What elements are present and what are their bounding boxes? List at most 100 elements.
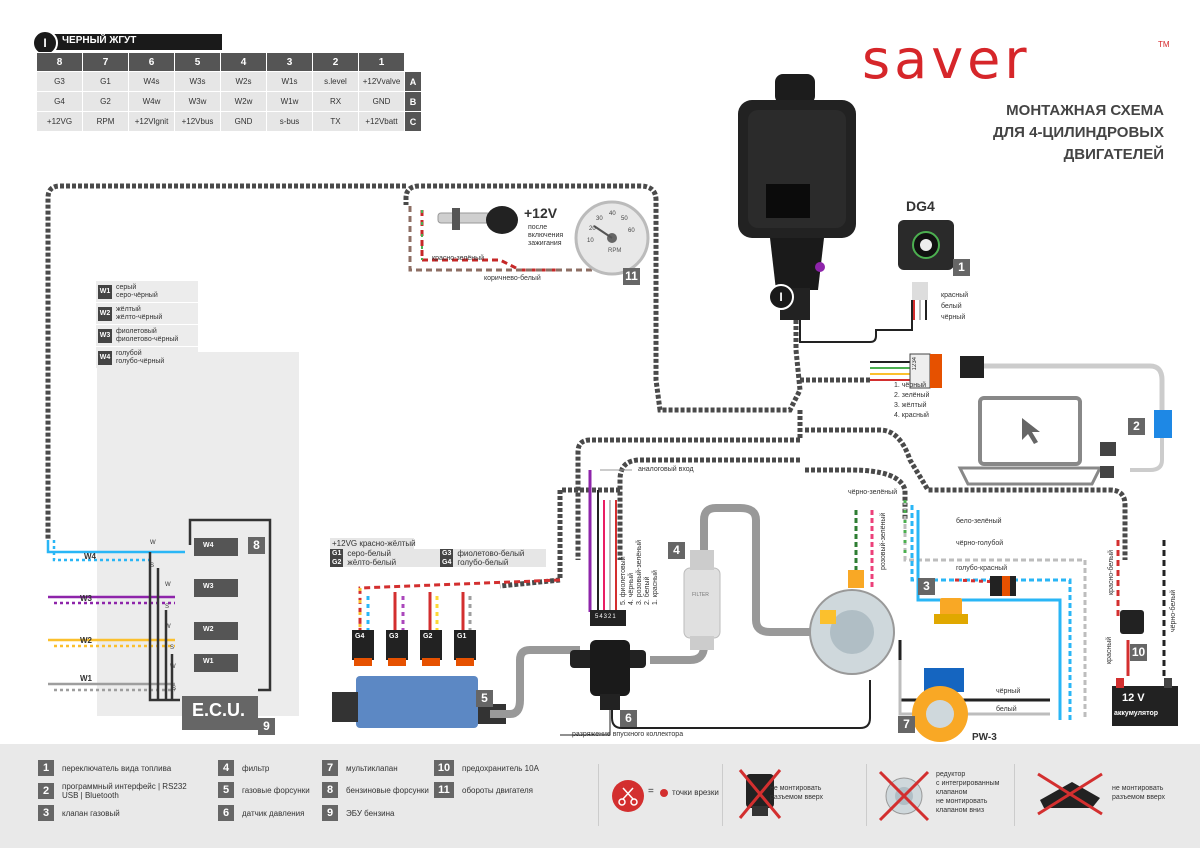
dg4-switch [799,220,954,343]
legend-divider [1014,764,1015,826]
g-color: фиолетово-белый [457,549,525,558]
pin-col: 8 [36,52,83,72]
pin-cell: W4w [128,91,175,112]
wire-color-b: жёлто-чёрный [116,313,163,321]
gauge-tick: 50 [621,216,628,222]
wire-id: W3 [98,328,112,343]
petrol-injector-label: W2 [203,626,214,633]
pin-col-blank [404,52,422,72]
wire-id: W1 [98,284,112,299]
petrol-injector-label: W1 [203,658,214,665]
warning-line: клапаном вниз [936,807,985,814]
battery-voltage: 12 V [1122,692,1145,704]
dg4-title: DG4 [906,198,935,214]
analog-input-label: аналоговый вход [638,466,694,473]
pin-cell: TX [312,111,359,132]
pin-cell: W3s [174,71,221,92]
g-color: серо-белый [347,549,391,558]
harness-title: ЧЕРНЫЙ ЖГУТ [62,35,137,46]
legend-text: датчик давления [242,808,305,818]
pin-cell: GND [220,111,267,132]
trademark: TM [1158,40,1170,49]
gauge-label: RPM [608,248,622,254]
interface-pin: 2. зелёный [894,392,930,399]
pin-cell: W2s [220,71,267,92]
wire-label: белый [996,706,1017,713]
wire-color-a: жёлтый [116,305,141,313]
title-line: ДЛЯ 4-ЦИЛИНДРОВЫХ [992,124,1164,141]
petrol-ecu-wires [46,518,272,702]
petrol-injector-label: W3 [203,583,214,590]
badge-3: 3 [918,578,935,595]
ecu-wire-label: W4 [84,552,96,561]
legend-text: ЭБУ бензина [346,808,395,818]
pin-cell: G1 [82,71,129,92]
sensor-wires [588,469,632,626]
legend-text: обороты двигателя [462,785,533,795]
legend-badge: 11 [434,782,454,798]
plug-label: G2 [423,633,433,640]
wire-label: бело-зелёный [956,518,1002,525]
ignition-note: после включения зажигания [528,224,563,248]
gas-valve [934,576,1016,624]
ecu-upside-warning-icon [738,769,782,819]
injector-code: W [165,624,171,630]
usb-bluetooth [1100,442,1116,478]
multivalve [912,668,968,742]
ignition-note-line: включения [528,232,564,239]
pin-col: 1 [358,52,405,72]
cut-label: точки врезки [672,788,719,797]
warning-text: редуктор с интегрированным клапаном не м… [936,770,1000,815]
plug-label: G3 [389,633,399,640]
injector-code: S [165,604,170,610]
legend-badge: 4 [218,760,234,776]
badge-7: 7 [898,716,915,733]
saver-logo: saver [862,28,1031,91]
wire-label: красный [1106,636,1113,664]
wire-brown-white [408,206,600,272]
gas-filter [650,504,820,664]
legend-divider [598,764,599,826]
wire-label: чёрный [996,688,1021,695]
pin-cell: +12Vbus [174,111,221,132]
warning-line: с интегрированным [936,780,1000,787]
badge-11: 11 [623,268,640,285]
pin-row-label: B [404,91,422,112]
sensor-pin: 3. розовый-зелёный [636,539,643,605]
gauge-tick: 10 [587,238,594,244]
interface-connector [870,353,1172,472]
legend-text: переключатель вида топлива [62,763,172,773]
legend-badge: 3 [38,805,54,821]
interface-pin-numbers: 1234 [912,357,918,371]
laptop [957,396,1103,486]
petrol-injectors [182,538,258,730]
multivalve-name: PW-3 [972,732,997,743]
wire-color-a: серый [116,283,137,291]
pin-cell: RPM [82,111,129,132]
legend-item: 4 фильтр [218,760,269,776]
legend-badge: 2 [38,783,54,799]
pin-cell: GND [358,91,405,112]
injector-code: S [170,645,175,651]
wire-label: голубо-красный [956,565,1008,572]
injector-code: S [172,686,177,692]
legend-text: предохранитель 10А [462,763,539,773]
wire-label: красно-белый [1108,549,1115,595]
wire-color-a: голубой [116,349,142,357]
gas-injector-wires [358,578,561,632]
ignition-note-line: после [528,224,548,231]
ecu-wire-label: W1 [80,674,92,683]
legend-text: фильтр [242,763,270,773]
badge-10: 10 [1130,644,1147,661]
gauge-tick: 60 [628,228,635,234]
gas-injector-plugs [352,630,476,666]
legend-badge: 10 [434,760,454,776]
battery-label: аккумулятор [1114,710,1159,717]
badge-2: 2 [1128,418,1145,435]
